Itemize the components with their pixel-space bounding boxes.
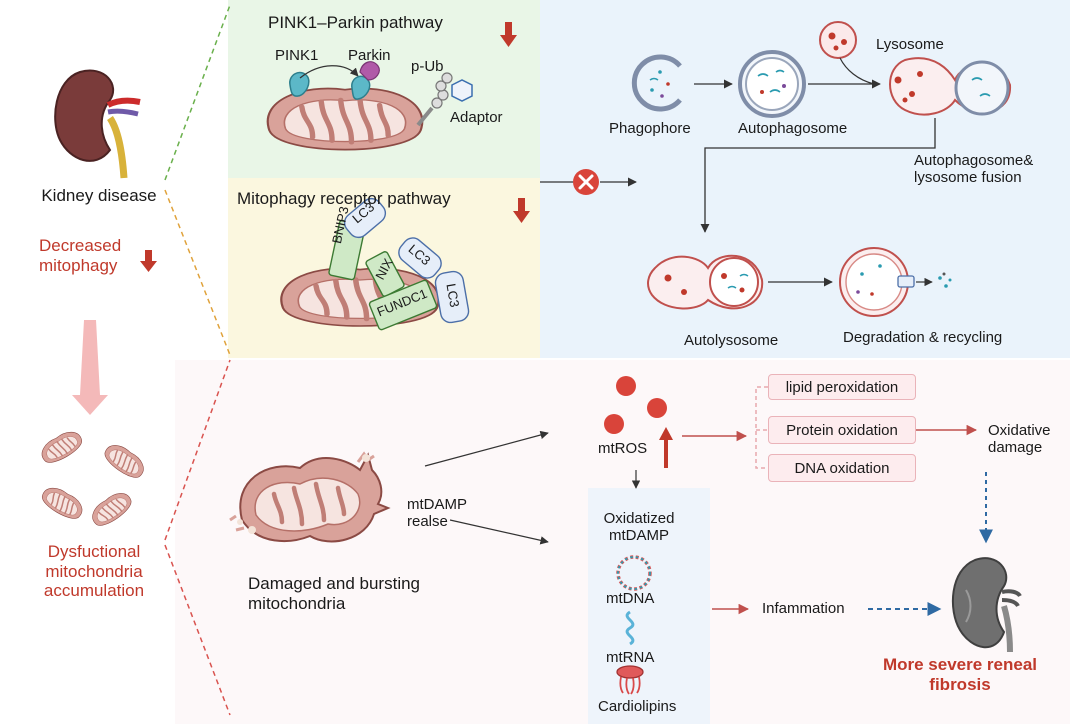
autolysosome-icon — [647, 254, 764, 310]
adaptor-label: Adaptor — [450, 109, 503, 126]
pink-down-arrow-icon — [72, 320, 108, 415]
mtdna-label: mtDNA — [606, 590, 655, 607]
degradation-icon — [839, 247, 952, 317]
orange-dashed-line — [164, 189, 231, 356]
arrow — [449, 519, 549, 545]
arrow — [700, 118, 936, 233]
oxidized-mtdamp-label: Oxidatized mtDAMP — [603, 510, 675, 545]
pub-label: p-Ub — [411, 58, 444, 75]
damaged-mitochondria-label: Damaged and bursting mitochondria — [248, 574, 421, 613]
receptor-panel-title: Mitophagy receptor pathway — [237, 189, 451, 208]
kidney-icon — [54, 69, 141, 179]
lysosome-label: Lysosome — [876, 36, 944, 53]
blocked-x-icon — [573, 169, 599, 195]
cardiolipins-icon — [616, 665, 644, 695]
receptor-protein-icons — [328, 197, 470, 331]
mtros-label: mtROS — [598, 440, 648, 457]
fusion-icon — [889, 57, 1012, 116]
lc3-label: LC3 — [443, 282, 463, 309]
mtrna-icon — [625, 610, 635, 646]
green-dashed-line — [164, 4, 231, 181]
dysfunctional-mitochondria-label: Dysfuctional mitochondria accumulation — [43, 542, 145, 601]
pink1-protein-icon — [289, 65, 359, 97]
degradation-label: Degradation & recycling — [843, 329, 1003, 346]
arrow — [424, 430, 549, 467]
bracket — [755, 386, 768, 469]
red-down-arrow-icon — [500, 22, 517, 47]
mtrna-label: mtRNA — [606, 649, 655, 666]
small-mitochondria-icon — [36, 426, 150, 532]
parkin-protein-icon — [351, 61, 380, 100]
autophagosome-icon — [738, 50, 806, 118]
kidney-disease-label: Kidney disease — [41, 186, 157, 205]
damaged-mitochondrion-icon — [229, 451, 391, 543]
phagophore-icon — [631, 54, 682, 112]
lysosome-icon — [819, 21, 875, 85]
fibrotic-kidney-icon — [951, 557, 1022, 653]
red-dashed-line-bottom — [164, 544, 231, 716]
red-dashed-line-top — [164, 359, 231, 541]
autophagosome-label: Autophagosome — [738, 120, 848, 137]
autolysosome-label: Autolysosome — [684, 332, 779, 349]
red-down-arrow-icon — [140, 250, 157, 272]
oxidative-damage-label: Oxidative damage — [988, 422, 1051, 457]
cardiolipins-label: Cardiolipins — [598, 698, 677, 715]
fusion-label: Autophagosome& lysosome fusion — [914, 152, 1034, 187]
inflammation-label: Infammation — [762, 600, 845, 617]
pink1-label: PINK1 — [275, 47, 319, 64]
phagophore-label: Phagophore — [609, 120, 691, 137]
mtdna-icon — [616, 555, 652, 591]
pink1-panel-title: PINK1–Parkin pathway — [268, 13, 443, 32]
red-down-arrow-icon — [513, 198, 530, 223]
decreased-mitophagy-label: Decreased mitophagy — [39, 236, 122, 275]
mtdamp-panel-bg — [588, 488, 710, 724]
lipid-peroxidation-pill: lipid peroxidation — [768, 374, 916, 400]
pink1-panel-bg — [228, 0, 540, 178]
protein-oxidation-pill: Protein oxidation — [768, 416, 916, 444]
dna-oxidation-pill: DNA oxidation — [768, 454, 916, 482]
red-up-arrow-icon — [659, 427, 673, 468]
mtdamp-release-label: mtDAMP realse — [407, 496, 467, 531]
ubiquitin-chain-icon — [416, 72, 473, 127]
parkin-label: Parkin — [348, 47, 391, 64]
mtros-icon — [604, 376, 667, 434]
fibrosis-label: More severe reneal fibrosis — [882, 655, 1038, 694]
mitochondrion-pink1-icon — [268, 89, 423, 150]
